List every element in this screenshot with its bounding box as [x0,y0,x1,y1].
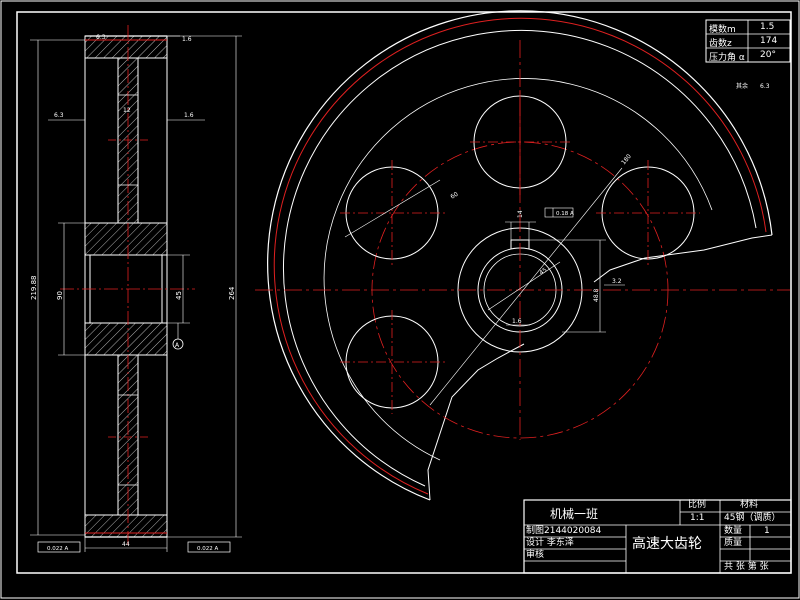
keyway-width-label: 14 [517,210,524,218]
drawn-by: 制图2144020084 [526,526,602,536]
roughness-right-label: 1.6 [184,112,194,119]
hub-diameter-label: 90 [56,291,64,300]
part-name: 高速大齿轮 [632,536,702,552]
key-depth-label: 48.8 [593,288,600,302]
drawing-frame [16,11,792,574]
reviewer: 审核 [526,550,545,560]
runout-tolerance-left [37,541,81,553]
root-circle [283,29,757,487]
tip-circle [267,10,773,501]
pitch-diameter-leader [429,167,623,406]
quantity-value: 1 [764,526,770,536]
web-thickness-label: 12 [123,107,131,114]
tolerance-right-label: 0.022 A [197,546,218,552]
quantity-label: 数量 [724,526,743,536]
other-roughness-label: 其余 [736,82,748,90]
pitch-circle-diameter-label: 180 [620,153,633,166]
bore-label: 45 [538,266,548,276]
scale-value: 1:1 [690,513,705,523]
param-value: 1.5 [760,22,775,32]
sheet-info: 共 张 第 张 [724,562,769,572]
keyway-tolerance-frame [544,207,574,218]
param-row-pressure-angle: 压力角 α 20° [706,48,790,63]
material-value: 45钢（调质） [724,513,781,523]
hole-diameter-leader [344,179,441,238]
roughness-top-right-label: 1.6 [182,36,192,43]
title-block [523,499,792,574]
param-value: 20° [760,50,776,60]
rim-inner-circle [323,78,713,461]
hub-bottom [84,322,168,356]
scale-label: 比例 [688,500,707,510]
keyway [510,239,530,249]
designer: 设计 李东泽 [526,538,574,548]
datum-label: A [175,342,180,349]
width-label: 44 [122,541,130,548]
param-row-teeth: 齿数z 174 [706,34,790,49]
keyway-tolerance-label: 0.18 A [556,211,574,217]
total-diameter-label: 264 [228,286,236,300]
section-view [30,25,242,553]
front-view [255,10,790,501]
bore-leader [487,261,561,311]
param-row-module: 模数m 1.5 [706,20,790,35]
keyway-roughness-label: 3.2 [612,278,622,285]
tip-diameter-label: 219.88 [30,276,38,301]
roughness-left-label: 6.3 [54,112,64,119]
runout-tolerance-right [187,541,231,553]
class-name: 机械一班 [550,507,599,521]
gear-parameters: 模数m 1.5 齿数z 174 压力角 α 20° [706,20,790,63]
param-name: 模数m [709,25,736,35]
param-value: 174 [760,36,778,46]
hub-top [84,222,168,256]
weight-label: 质量 [724,538,743,548]
param-name: 齿数z [709,39,732,49]
bore-diameter-label: 45 [175,291,183,300]
other-roughness-value: 6.3 [760,83,770,90]
pitch-circle [273,17,767,495]
roughness-top-label: 6.3 [96,34,106,41]
rim-bottom-section [84,514,168,538]
break-line-top [593,234,773,283]
hole-diameter-label: 60 [449,191,459,201]
material-label: 材料 [740,500,759,510]
bore-roughness-label: 1.6 [512,318,522,325]
gear-parameter-table [705,19,791,63]
tolerance-left-label: 0.022 A [47,546,68,552]
break-line-bottom [427,343,525,501]
param-name: 压力角 α [709,53,745,63]
